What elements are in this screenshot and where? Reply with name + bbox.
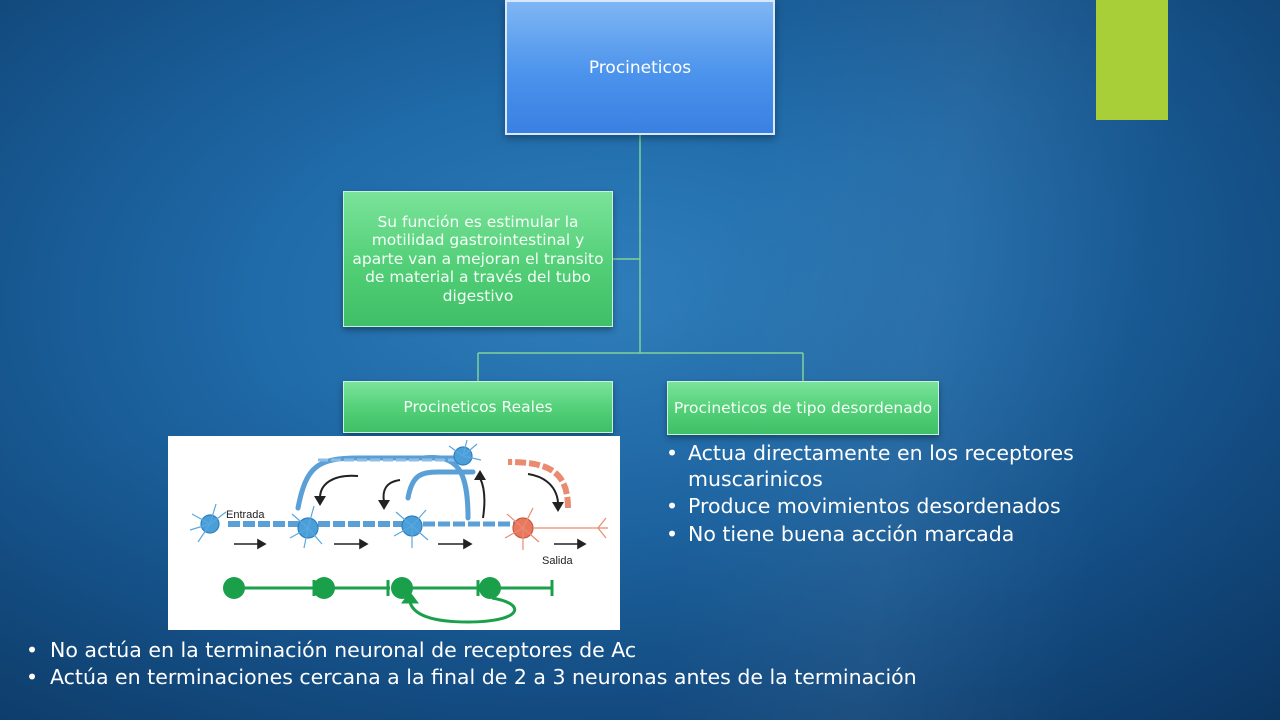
description-text: Su función es estimular la motilidad gas… (352, 212, 604, 305)
description-node: Su función es estimular la motilidad gas… (343, 191, 613, 327)
neuron-circuit-figure: Entrada Salida (168, 436, 620, 630)
axon-upper-mid (405, 469, 476, 501)
circuit-node-3 (391, 577, 413, 599)
right-bullet-3: No tiene buena acción marcada (666, 522, 1186, 548)
circuit-node-1 (223, 577, 245, 599)
circuit-schematic (234, 580, 554, 624)
neuron-circuit-illustration: Entrada Salida (189, 439, 608, 624)
curved-arrow-4 (527, 473, 559, 503)
figure-input-label: Entrada (226, 509, 265, 521)
curved-arrow-3 (479, 477, 486, 519)
curved-arrow-2 (382, 479, 401, 503)
bottom-bullet-list: No actúa en la terminación neuronal de r… (26, 638, 1026, 692)
branch-reales-label: Procineticos Reales (403, 397, 553, 416)
accent-bar (1096, 0, 1168, 120)
branch-reales-node: Procineticos Reales (343, 381, 613, 433)
root-node-label: Procineticos (588, 57, 692, 78)
figure-output-label: Salida (542, 555, 573, 567)
axon-upper-left (295, 455, 459, 511)
root-node: Procineticos (505, 0, 775, 135)
circuit-node-4 (479, 577, 501, 599)
branch-desordenado-node: Procineticos de tipo desordenado (667, 381, 939, 435)
curved-arrow-1 (319, 474, 359, 499)
bottom-bullet-2: Actúa en terminaciones cercana a la fina… (26, 665, 1026, 690)
feedback-axon-red (507, 459, 571, 509)
right-bullet-2: Produce movimientos desordenados (666, 494, 1186, 520)
bottom-bullet-1: No actúa en la terminación neuronal de r… (26, 638, 1026, 663)
right-bullet-list: Actua directamente en los receptores mus… (666, 441, 1186, 550)
circuit-node-2 (313, 577, 335, 599)
branch-desordenado-label: Procineticos de tipo desordenado (673, 398, 933, 417)
axon-loop (420, 454, 471, 521)
right-bullet-1: Actua directamente en los receptores mus… (666, 441, 1186, 492)
